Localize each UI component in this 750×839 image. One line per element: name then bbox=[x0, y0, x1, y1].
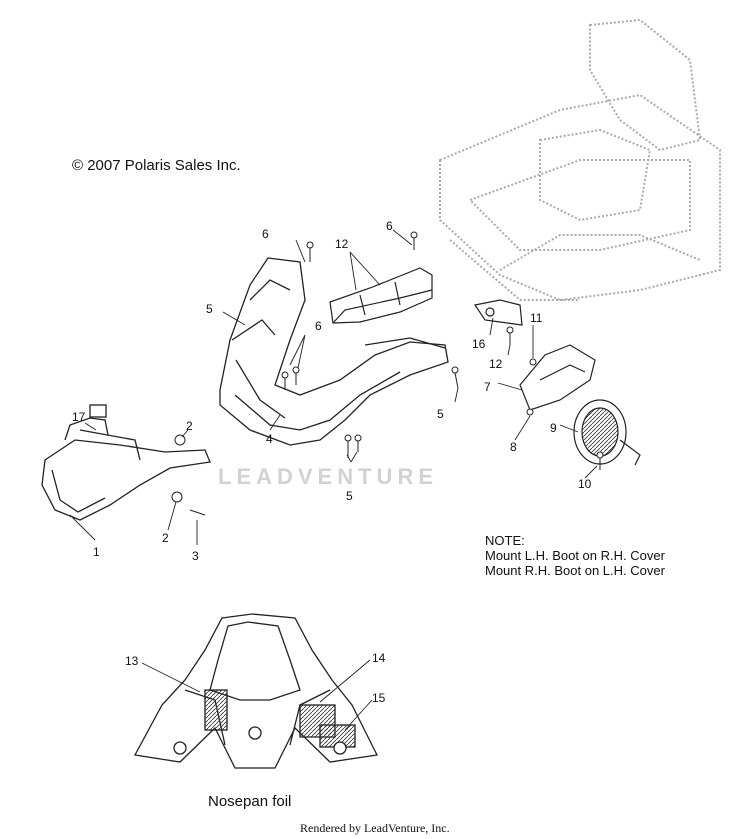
callout-6: 6 bbox=[315, 319, 322, 333]
part-1-bumper bbox=[41, 404, 211, 521]
copyright-text: © 2007 Polaris Sales Inc. bbox=[72, 157, 241, 174]
part-4-nosepan bbox=[219, 257, 449, 446]
callout-1: 1 bbox=[93, 545, 100, 559]
inset-nosepan-foil bbox=[133, 613, 378, 769]
note-heading: NOTE: bbox=[485, 533, 525, 548]
callout-13: 13 bbox=[125, 654, 139, 668]
callout-2: 2 bbox=[186, 419, 193, 433]
callout-6: 6 bbox=[386, 219, 393, 233]
callout-12: 12 bbox=[489, 357, 503, 371]
callout-16: 16 bbox=[472, 337, 486, 351]
watermark-text: LEADVENTURE bbox=[218, 464, 439, 489]
callout-12: 12 bbox=[335, 237, 349, 251]
callout-10: 10 bbox=[578, 477, 592, 491]
part-16-bracket bbox=[474, 299, 523, 326]
part-12-cover bbox=[329, 267, 433, 324]
callout-5: 5 bbox=[437, 407, 444, 421]
part-9-boot bbox=[573, 399, 641, 466]
callout-7: 7 bbox=[484, 380, 491, 394]
callout-9: 9 bbox=[550, 421, 557, 435]
note-line: Mount R.H. Boot on L.H. Cover bbox=[485, 563, 665, 578]
leader-lines bbox=[69, 229, 598, 731]
callout-3: 3 bbox=[192, 549, 199, 563]
callout-6: 6 bbox=[262, 227, 269, 241]
footer-credit: Rendered by LeadVenture, Inc. bbox=[300, 821, 450, 835]
callout-14: 14 bbox=[372, 651, 386, 665]
callout-5: 5 bbox=[346, 489, 353, 503]
callout-2: 2 bbox=[162, 531, 169, 545]
small-fasteners bbox=[171, 231, 604, 516]
callout-4: 4 bbox=[266, 432, 273, 446]
callout-5: 5 bbox=[206, 302, 213, 316]
callout-numbers: 6 6 12 5 6 5 4 5 2 2 3 1 17 16 12 11 7 8… bbox=[72, 219, 592, 705]
assembly-note: NOTE: Mount L.H. Boot on R.H. Cover Moun… bbox=[485, 533, 665, 578]
chassis-frame bbox=[439, 18, 721, 302]
callout-17: 17 bbox=[72, 410, 86, 424]
note-line: Mount L.H. Boot on R.H. Cover bbox=[485, 548, 665, 563]
callout-15: 15 bbox=[372, 691, 386, 705]
callout-11: 11 bbox=[530, 311, 543, 325]
inset-caption: Nosepan foil bbox=[208, 793, 292, 810]
part-7-cover bbox=[519, 344, 596, 411]
callout-8: 8 bbox=[510, 440, 517, 454]
